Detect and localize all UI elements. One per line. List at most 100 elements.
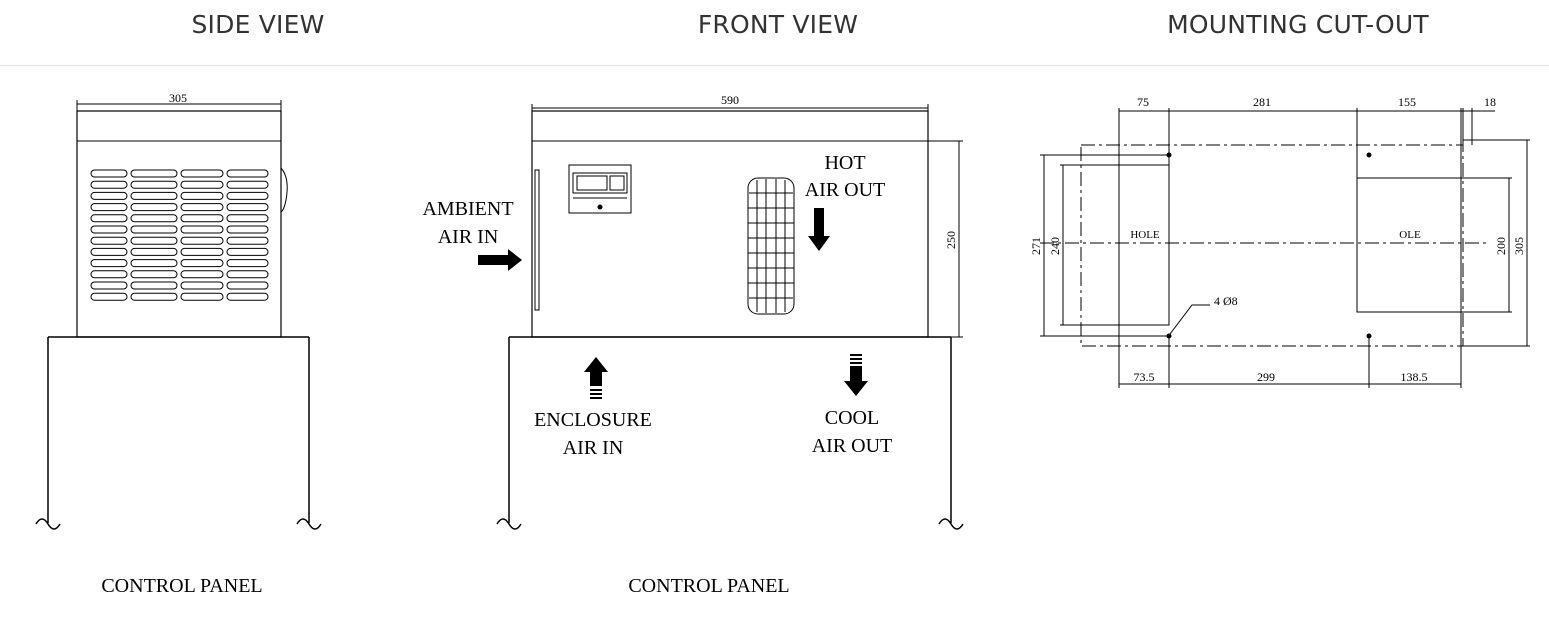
front-view-title: FRONT VIEW [697,10,859,39]
louver-slat [226,270,269,279]
louver-slat [180,225,224,234]
louver-slat [130,236,178,245]
top-dim-4: 18 [1484,95,1496,109]
hole-spec-leader [1169,304,1210,335]
exhaust-grille [747,177,795,315]
top-dim-2: 281 [1253,95,1271,109]
louver-slat [90,214,128,223]
louver-slat [130,203,178,212]
controller-display [568,164,632,214]
ambient-label-line1: AMBIENT [422,198,513,220]
louver-slat [180,180,224,189]
hot-label-line1: HOT [824,152,865,174]
screw-hole-top-right [1366,152,1372,158]
louver-slat [130,270,178,279]
hole-left-label: HOLE [1130,229,1160,241]
side-width-dim: 305 [169,91,187,105]
right-dim-outer: 305 [1512,237,1526,255]
louver-slat [130,169,178,178]
louver-slat [226,292,269,301]
louver-slat [226,281,269,290]
louver-slat [130,191,178,200]
header-bar: SIDE VIEW FRONT VIEW MOUNTING CUT-OUT [0,0,1549,66]
louver-slat [180,292,224,301]
front-width-dim: 590 [721,93,739,107]
mounting-cutout-drawing [1040,108,1530,388]
cool-label-line2: AIR OUT [812,435,893,457]
louver-slat [180,191,224,200]
cool-label-line1: COOL [825,407,879,429]
louver-slat [130,214,178,223]
enclosure-air-in-arrow [584,357,608,399]
hot-label-line2: AIR OUT [805,179,886,201]
louver-slat [226,259,269,268]
louver-slat [226,247,269,256]
side-louver-grille [90,169,269,301]
louver-slat [180,169,224,178]
louver-slat [90,191,128,200]
bottom-dim-1: 73.5 [1134,370,1155,384]
cool-air-out-arrow [844,354,868,396]
side-panel-label: CONTROL PANEL [101,575,262,597]
louver-slat [130,292,178,301]
ambient-intake-slot [534,169,540,311]
louver-slat [180,236,224,245]
louver-slat [180,214,224,223]
top-dim-1: 75 [1137,95,1149,109]
louver-slat [180,270,224,279]
louver-slat [90,203,128,212]
ambient-air-in-arrow [478,249,522,271]
louver-slat [130,259,178,268]
side-break-left [35,518,61,530]
hole-spec-label: 4 Ø8 [1214,294,1238,308]
hole-right [1356,177,1462,313]
louver-slat [226,191,269,200]
louver-slat [130,281,178,290]
louver-slat [90,225,128,234]
top-dim-3: 155 [1398,95,1416,109]
bottom-dim-3: 138.5 [1401,370,1428,384]
mounting-cutout-title: MOUNTING CUT-OUT [1167,10,1429,39]
louver-slat [180,247,224,256]
bottom-dim-2: 299 [1257,370,1275,384]
front-panel-label: CONTROL PANEL [628,575,789,597]
louver-slat [90,236,128,245]
louver-slat [90,281,128,290]
louver-slat [130,247,178,256]
mounting-screw-holes [1166,152,1372,339]
front-unit-body [531,110,929,338]
louver-slat [180,281,224,290]
louver-slat [90,247,128,256]
louver-slat [90,270,128,279]
side-view-title: SIDE VIEW [191,10,325,39]
left-dim-outer: 271 [1029,237,1043,255]
screw-hole-top-left [1166,152,1172,158]
front-view-drawing [496,104,964,530]
louver-slat [180,203,224,212]
louver-slat [90,259,128,268]
louver-slat [226,214,269,223]
louver-slat [130,225,178,234]
louver-slat [90,169,128,178]
hot-air-out-arrow [808,208,830,251]
louver-slat [130,180,178,189]
louver-slat [226,236,269,245]
louver-slat [226,169,269,178]
front-break-left [496,518,522,530]
front-break-right [938,518,964,530]
enclosure-label-line1: ENCLOSURE [534,409,652,431]
louver-slat [90,180,128,189]
side-view-drawing [35,100,322,530]
screw-hole-bottom-right [1366,333,1372,339]
front-height-dim: 250 [944,231,958,249]
ambient-label-line2: AIR IN [438,226,499,248]
enclosure-label-line2: AIR IN [563,437,624,459]
louver-slat [90,292,128,301]
side-unit-body [76,110,282,338]
louver-slat [226,203,269,212]
louver-slat [226,225,269,234]
screw-hole-bottom-left [1166,333,1172,339]
hole-right-label: OLE [1399,229,1421,241]
louver-slat [226,180,269,189]
